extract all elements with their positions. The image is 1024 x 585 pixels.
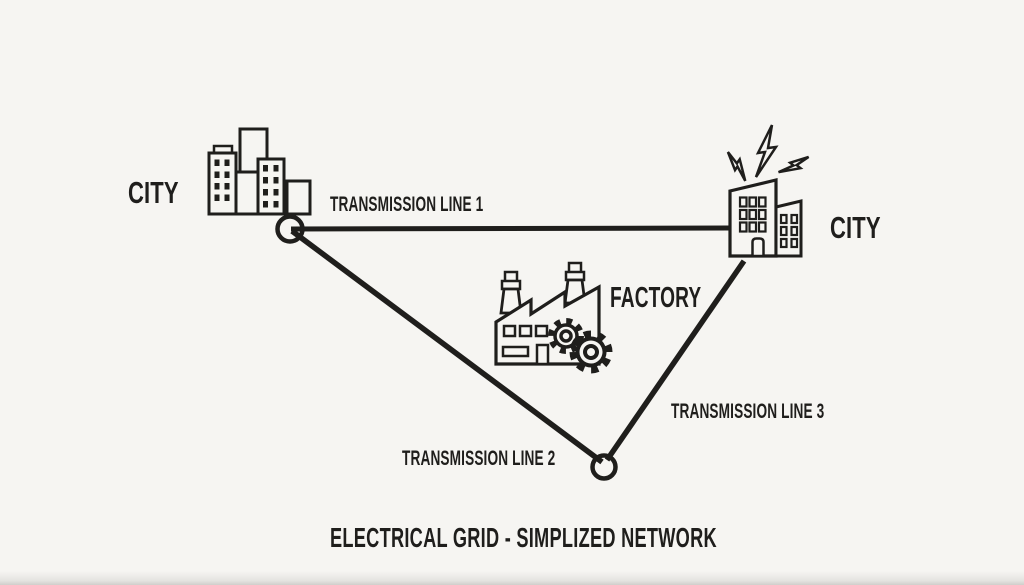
transmission-line-3	[604, 259, 747, 462]
junction-node-bottom	[590, 453, 618, 481]
factory-door	[535, 343, 550, 366]
gear-icon	[548, 318, 584, 354]
factory-windows	[501, 324, 549, 358]
transmission-line-1	[290, 225, 730, 232]
city-right-door	[751, 237, 765, 258]
lightning-bolts-icon	[720, 123, 812, 183]
transmission-line-3-label: TRANSMISSION LINE 3	[671, 400, 825, 423]
city-skyline-icon	[207, 127, 312, 216]
city-right-windows	[738, 196, 799, 249]
junction-node-left	[275, 214, 305, 244]
transmission-line-2	[290, 228, 604, 465]
city-left-label: CITY	[128, 175, 179, 210]
transmission-line-2-label: TRANSMISSION LINE 2	[402, 447, 556, 470]
factory-label: FACTORY	[610, 282, 702, 314]
transmission-line-1-label: TRANSMISSION LINE 1	[330, 193, 484, 216]
factory-gears-icon	[494, 261, 613, 374]
city-buildings-lightning-icon	[720, 123, 812, 258]
city-left-windows	[214, 159, 279, 208]
city-right-label: CITY	[830, 210, 881, 245]
diagram-caption: ELECTRICAL GRID - SIMPLIZED NETWORK	[330, 522, 717, 553]
